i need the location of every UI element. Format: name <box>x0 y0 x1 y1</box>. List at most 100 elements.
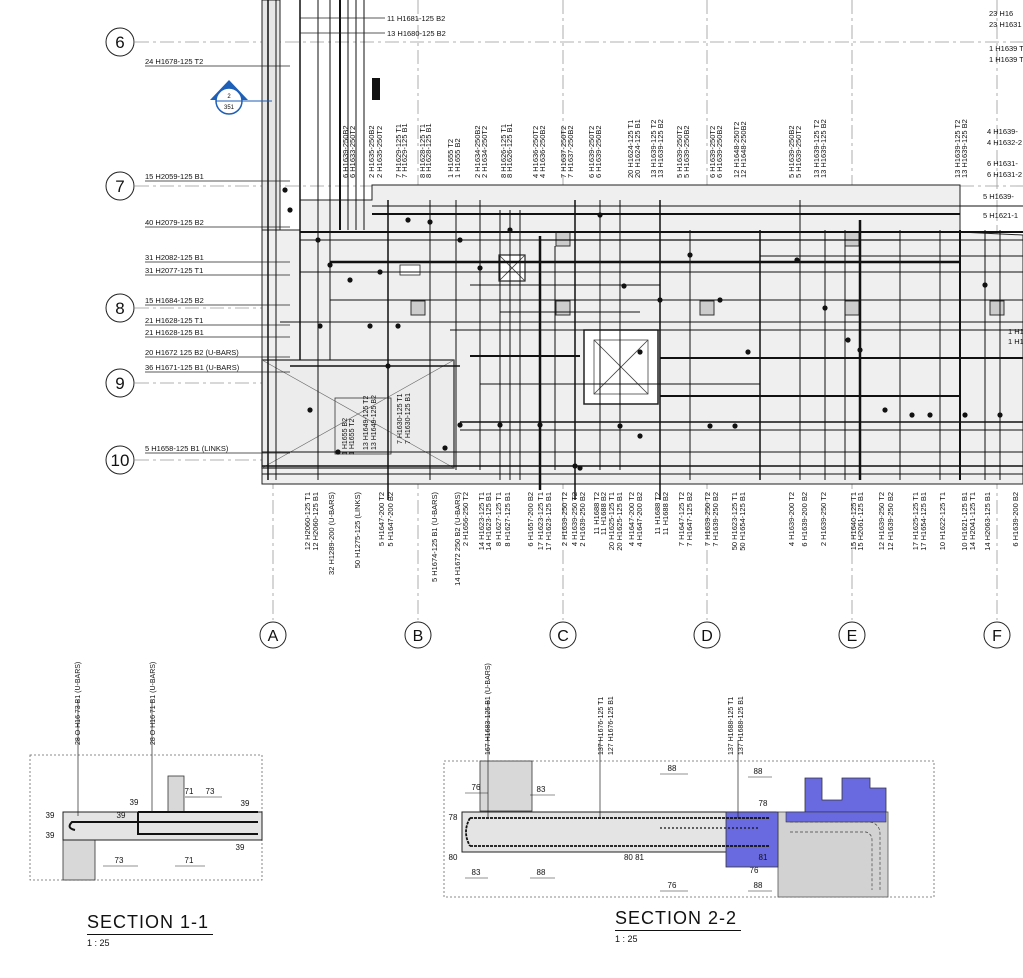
grid-row-label: 8 <box>115 299 124 318</box>
inner-label: 13 H1649-125 B2 <box>371 395 378 450</box>
vertical-bottom-label: 17 H1625-125 T1 <box>911 492 920 550</box>
vertical-top-label: 5 H1639-250B2 <box>682 125 691 178</box>
section-2-2-dimension: 76 <box>472 783 481 792</box>
section-1-1-dimension: 71 <box>185 856 194 865</box>
svg-text:351: 351 <box>224 105 235 111</box>
vertical-bottom-label: 50 H1623-125 T1 <box>730 492 739 550</box>
section-1-1-dimension: 39 <box>46 831 55 840</box>
section-2-2-title-block: SECTION 2-2 1 : 25 <box>615 908 742 944</box>
vertical-bottom-label: 50 H1275-125 (LINKS) <box>353 492 362 569</box>
grid-row-label: 9 <box>115 374 124 393</box>
section-2-2-dimension: 88 <box>668 764 677 773</box>
vertical-top-label: 5 H1639-250T2 <box>794 126 803 178</box>
grid-bubble-col-E: E <box>838 621 866 649</box>
vertical-bottom-label: 2 H1639-250 B2 <box>578 492 587 547</box>
inner-label: 7 H1630-125 T1 <box>397 393 404 444</box>
vertical-top-label: 8 H1628-125 T1 <box>418 124 427 178</box>
left-label: 24 H1678-125 T2 <box>145 57 203 66</box>
right-label: 1 H1639 T <box>989 55 1023 64</box>
vertical-top-label: 7 H1629-125 T1 <box>394 124 403 178</box>
vertical-bottom-label: 15 H1640-125 T1 <box>849 492 858 550</box>
vertical-bottom-label: 20 H1625-125 B1 <box>615 492 624 551</box>
bar-markers <box>282 187 1003 471</box>
left-label: 20 H1672 125 B2 (U-BARS) <box>145 348 239 357</box>
leader-lines <box>145 17 385 454</box>
section-marker-icon: 2 351 <box>210 80 272 115</box>
grid-bubble-row-6: 6 <box>105 27 135 57</box>
vertical-top-label: 2 H1634-250B2 <box>473 125 482 178</box>
section-1-1-label: 28 O H16 73 B1 (U-BARS) <box>75 662 82 745</box>
vertical-bottom-label: 6 H1639-200 B2 <box>800 492 809 547</box>
vertical-top-label: 4 H1636-250B2 <box>538 125 547 178</box>
vertical-bottom-label: 50 H1654-125 B1 <box>738 492 747 551</box>
left-label: 21 H1628-125 T1 <box>145 316 203 325</box>
vertical-bottom-label: 11 H1688 B2 <box>661 492 670 535</box>
vertical-bottom-label: 12 H2060-125 B1 <box>311 492 320 551</box>
vertical-top-label: 1 H1655 T2 <box>446 139 455 178</box>
vertical-bottom-label: 7 H1647-125 T2 <box>677 492 686 546</box>
inner-label: 13 H1649-125 T2 <box>363 396 370 450</box>
right-label: 1 H1 <box>1008 327 1023 336</box>
section-2-2-scale: 1 : 25 <box>615 934 638 944</box>
section-2-2-dimension: 81 <box>759 853 768 862</box>
vertical-bottom-label: 7 H1647-125 B2 <box>685 492 694 547</box>
vertical-top-label: 7 H1637-250B2 <box>566 125 575 178</box>
vertical-bottom-label: 14 H2041-125 T1 <box>968 492 977 550</box>
left-label: 21 H1628-125 B1 <box>145 328 204 337</box>
vertical-top-label: 13 H1639-125 B2 <box>960 119 969 178</box>
vertical-bottom-label: 6 H1657-200 B2 <box>526 492 535 547</box>
section-2-2-labels: 167 H1683-125 B1 (U-BARS)137 H1676-125 T… <box>485 663 745 755</box>
vertical-bottom-label: 8 H1627-125 B1 <box>503 492 512 547</box>
vertical-bottom-label: 8 H1627-125 T1 <box>494 492 503 546</box>
top-label: 11 H1681-125 B2 <box>387 14 445 23</box>
grid-bubble-row-10: 10 <box>105 445 135 475</box>
section-2-2-label: 137 H1688-125 B1 <box>738 696 745 755</box>
right-label: 1 H1 <box>1008 337 1023 346</box>
grid-bubble-col-F: F <box>983 621 1011 649</box>
section-1-1-dimension: 39 <box>130 798 139 807</box>
vertical-top-label: 12 H1648-250B2 <box>739 121 748 178</box>
grid-bubble-row-9: 9 <box>105 368 135 398</box>
right-label: 4 H1639- <box>987 127 1018 136</box>
vertical-top-label: 7 H1637-250T2 <box>559 126 568 178</box>
vertical-top-label: 20 H1624-125 B1 <box>633 119 642 178</box>
grid-col-label: E <box>847 628 858 645</box>
vertical-bottom-label: 2 H1656-250 T2 <box>461 492 470 546</box>
vertical-top-label: 2 H1635-250T2 <box>375 126 384 178</box>
grid-col-label: D <box>701 628 713 645</box>
grid-bubble-row-7: 7 <box>105 171 135 201</box>
vertical-top-label: 13 H1639-125 T2 <box>812 120 821 178</box>
grid-row-label: 7 <box>115 177 124 196</box>
vertical-bottom-label: 32 H1289-200 (U-BARS) <box>327 492 336 575</box>
left-label: 31 H2082-125 B1 <box>145 253 204 262</box>
left-label: 40 H2079-125 B2 <box>145 218 204 227</box>
section-2-2-label: 137 H1676-125 T1 <box>598 697 605 755</box>
section-2-2-title: SECTION 2-2 <box>615 908 742 931</box>
section-1-1-dimension: 73 <box>206 787 215 796</box>
section-2-2-dimension: 80 <box>449 853 458 862</box>
grid-row-label: 10 <box>111 451 130 470</box>
svg-text:2: 2 <box>227 94 231 100</box>
vertical-bottom-label: 14 H2063-125 B1 <box>983 492 992 551</box>
section-1-1-scale: 1 : 25 <box>87 938 110 948</box>
grid-bubble-col-D: D <box>693 621 721 649</box>
vertical-top-label: 13 H1639-125 T2 <box>649 120 658 178</box>
vertical-top-label: 5 H1639-250T2 <box>675 126 684 178</box>
left-label: 31 H2077-125 T1 <box>145 266 203 275</box>
vertical-top-label: 7 H1629-125 B1 <box>400 123 409 178</box>
vertical-bottom-label: 14 H1672 250 B2 (U-BARS) <box>453 492 462 586</box>
grid-col-label: F <box>992 628 1002 645</box>
section-1-1-title-block: SECTION 1-1 1 : 25 <box>87 912 214 948</box>
vertical-bottom-label: 4 H1647-200 T2 <box>627 492 636 546</box>
section-2-2-dimension: 76 <box>750 866 759 875</box>
grid-bubble-col-A: A <box>259 621 287 649</box>
section-1-1-label: 28 O H16 71 B1 (U-BARS) <box>150 662 157 745</box>
